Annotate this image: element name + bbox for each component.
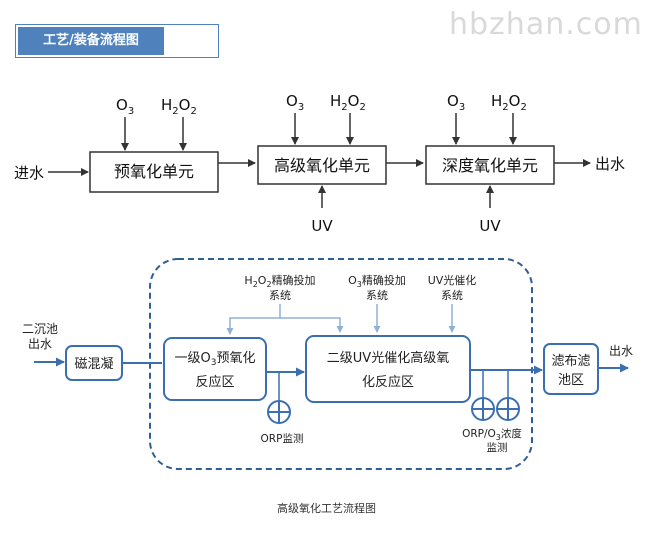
orp1-label: ORP监测 xyxy=(261,432,304,445)
unit-box-1 xyxy=(89,151,219,193)
stage2-line1: 二级UV光催化高级氧 xyxy=(327,350,449,366)
h2o2-dosing-line xyxy=(226,304,281,335)
o3-label-3: O3 xyxy=(447,92,465,113)
orp2-label-line1: ORP/O3浓度 xyxy=(462,427,522,442)
stage2-line2: 化反应区 xyxy=(362,374,414,390)
mag-coag-label: 磁混凝 xyxy=(74,356,113,372)
watermark: hbzhan.com xyxy=(449,7,643,42)
top-flow: 进水 预氧化单元 高级氧化单元 深度氧化单元 出水 O3 H2O2 O3 H2O… xyxy=(14,92,625,235)
uv-label-3: UV xyxy=(479,217,501,235)
filter-line1: 滤布滤 xyxy=(551,354,590,369)
o3-label-2: O3 xyxy=(286,92,304,113)
o3-label-1: O3 xyxy=(116,96,134,117)
o3-system-line1: O3精确投加 xyxy=(348,273,406,289)
filter-line2: 池区 xyxy=(558,373,584,388)
stage1-line2: 反应区 xyxy=(195,374,234,390)
outlet-label: 出水 xyxy=(595,155,625,173)
bottom-inlet-line1: 二沉池 xyxy=(22,322,58,336)
diagram-caption: 高级氧化工艺流程图 xyxy=(277,502,376,515)
uv-system-line1: UV光催化 xyxy=(428,273,477,287)
bottom-inlet-line2: 出水 xyxy=(28,337,52,351)
stage1-line1: 一级O3预氧化 xyxy=(175,351,256,368)
unit-box-2 xyxy=(257,145,387,185)
o3-system-line2: 系统 xyxy=(366,289,388,302)
h2o2-label-2: H2O2 xyxy=(330,92,366,113)
uv-label-2: UV xyxy=(311,217,333,235)
h2o2-label-1: H2O2 xyxy=(161,96,197,117)
unit-label-2: 高级氧化单元 xyxy=(274,156,370,175)
h2o2-system-line2: 系统 xyxy=(269,289,291,302)
h2o2-system-line1: H2O2精确投加 xyxy=(244,273,315,289)
h2o2-label-3: H2O2 xyxy=(491,92,527,113)
unit-label-3: 深度氧化单元 xyxy=(442,156,538,175)
bottom-outlet-label: 出水 xyxy=(609,344,633,358)
stage1-box xyxy=(163,337,267,401)
unit-box-3 xyxy=(425,145,555,185)
header-title: 工艺/装备流程图 xyxy=(43,33,139,48)
inlet-label: 进水 xyxy=(14,164,44,182)
orp2-label-line2: 监测 xyxy=(487,441,508,454)
uv-system-line2: 系统 xyxy=(441,289,463,302)
unit-label-1: 预氧化单元 xyxy=(114,162,194,181)
stage2-box xyxy=(305,335,471,403)
bottom-flow: 二沉池 出水 磁混凝 一级O3预氧化 反应区 ORP监测 二级UV光催化高级氧 … xyxy=(22,258,633,470)
h2o2-dosing-line-2 xyxy=(280,317,344,333)
header-fill xyxy=(18,27,164,55)
